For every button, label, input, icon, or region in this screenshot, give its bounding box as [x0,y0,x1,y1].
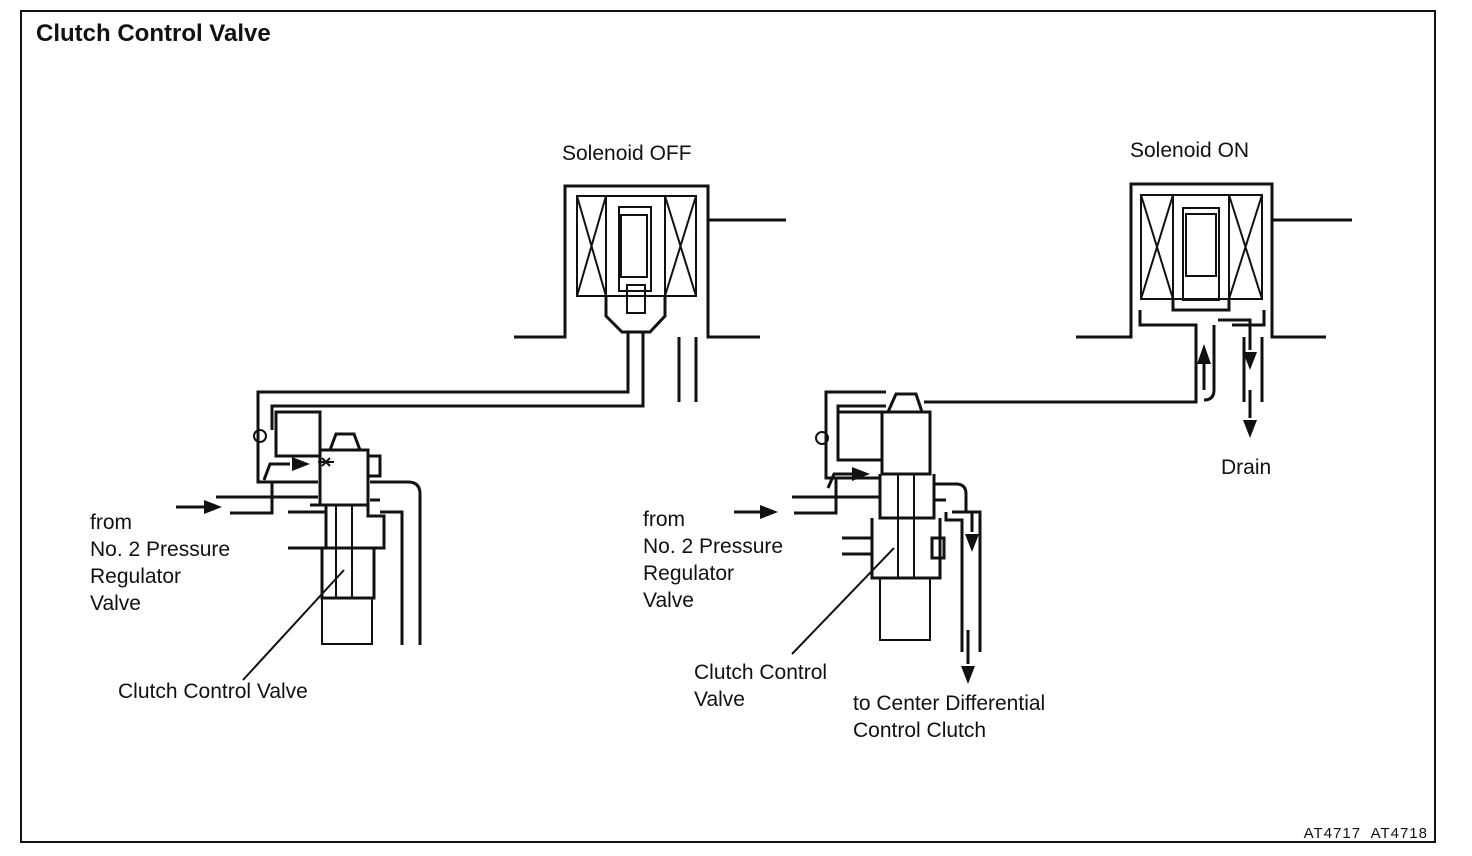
left-solenoid-label: Solenoid OFF [562,142,692,165]
right-solenoid-label: Solenoid ON [1130,139,1250,162]
right-passages [792,325,1264,652]
left-valve-label: Clutch Control Valve [118,680,308,703]
right-arrows [734,318,1257,684]
left-solenoid [514,184,786,339]
left-source-label: from No. 2 Pressure Regulator Valve [90,511,231,615]
diagram-title: Clutch Control Valve [36,20,271,47]
left-clutch-control-valve [242,410,386,681]
output-label: to Center Differential Control Clutch [853,692,1046,742]
diagram-frame [20,10,1436,843]
drain-label: Drain [1221,456,1272,479]
right-source-label: from No. 2 Pressure Regulator Valve [643,508,784,612]
right-clutch-control-valve [791,392,946,655]
right-solenoid-spring [1185,213,1217,277]
right-solenoid [1076,182,1352,339]
right-valve-spring [879,577,931,641]
left-passages [216,332,698,645]
right-valve-label: Clutch Control Valve [694,661,828,711]
left-valve-spring [321,597,373,645]
left-solenoid-spring [620,214,648,278]
left-arrows [176,457,334,514]
figure-code: AT4717 AT4718 [1303,825,1428,842]
